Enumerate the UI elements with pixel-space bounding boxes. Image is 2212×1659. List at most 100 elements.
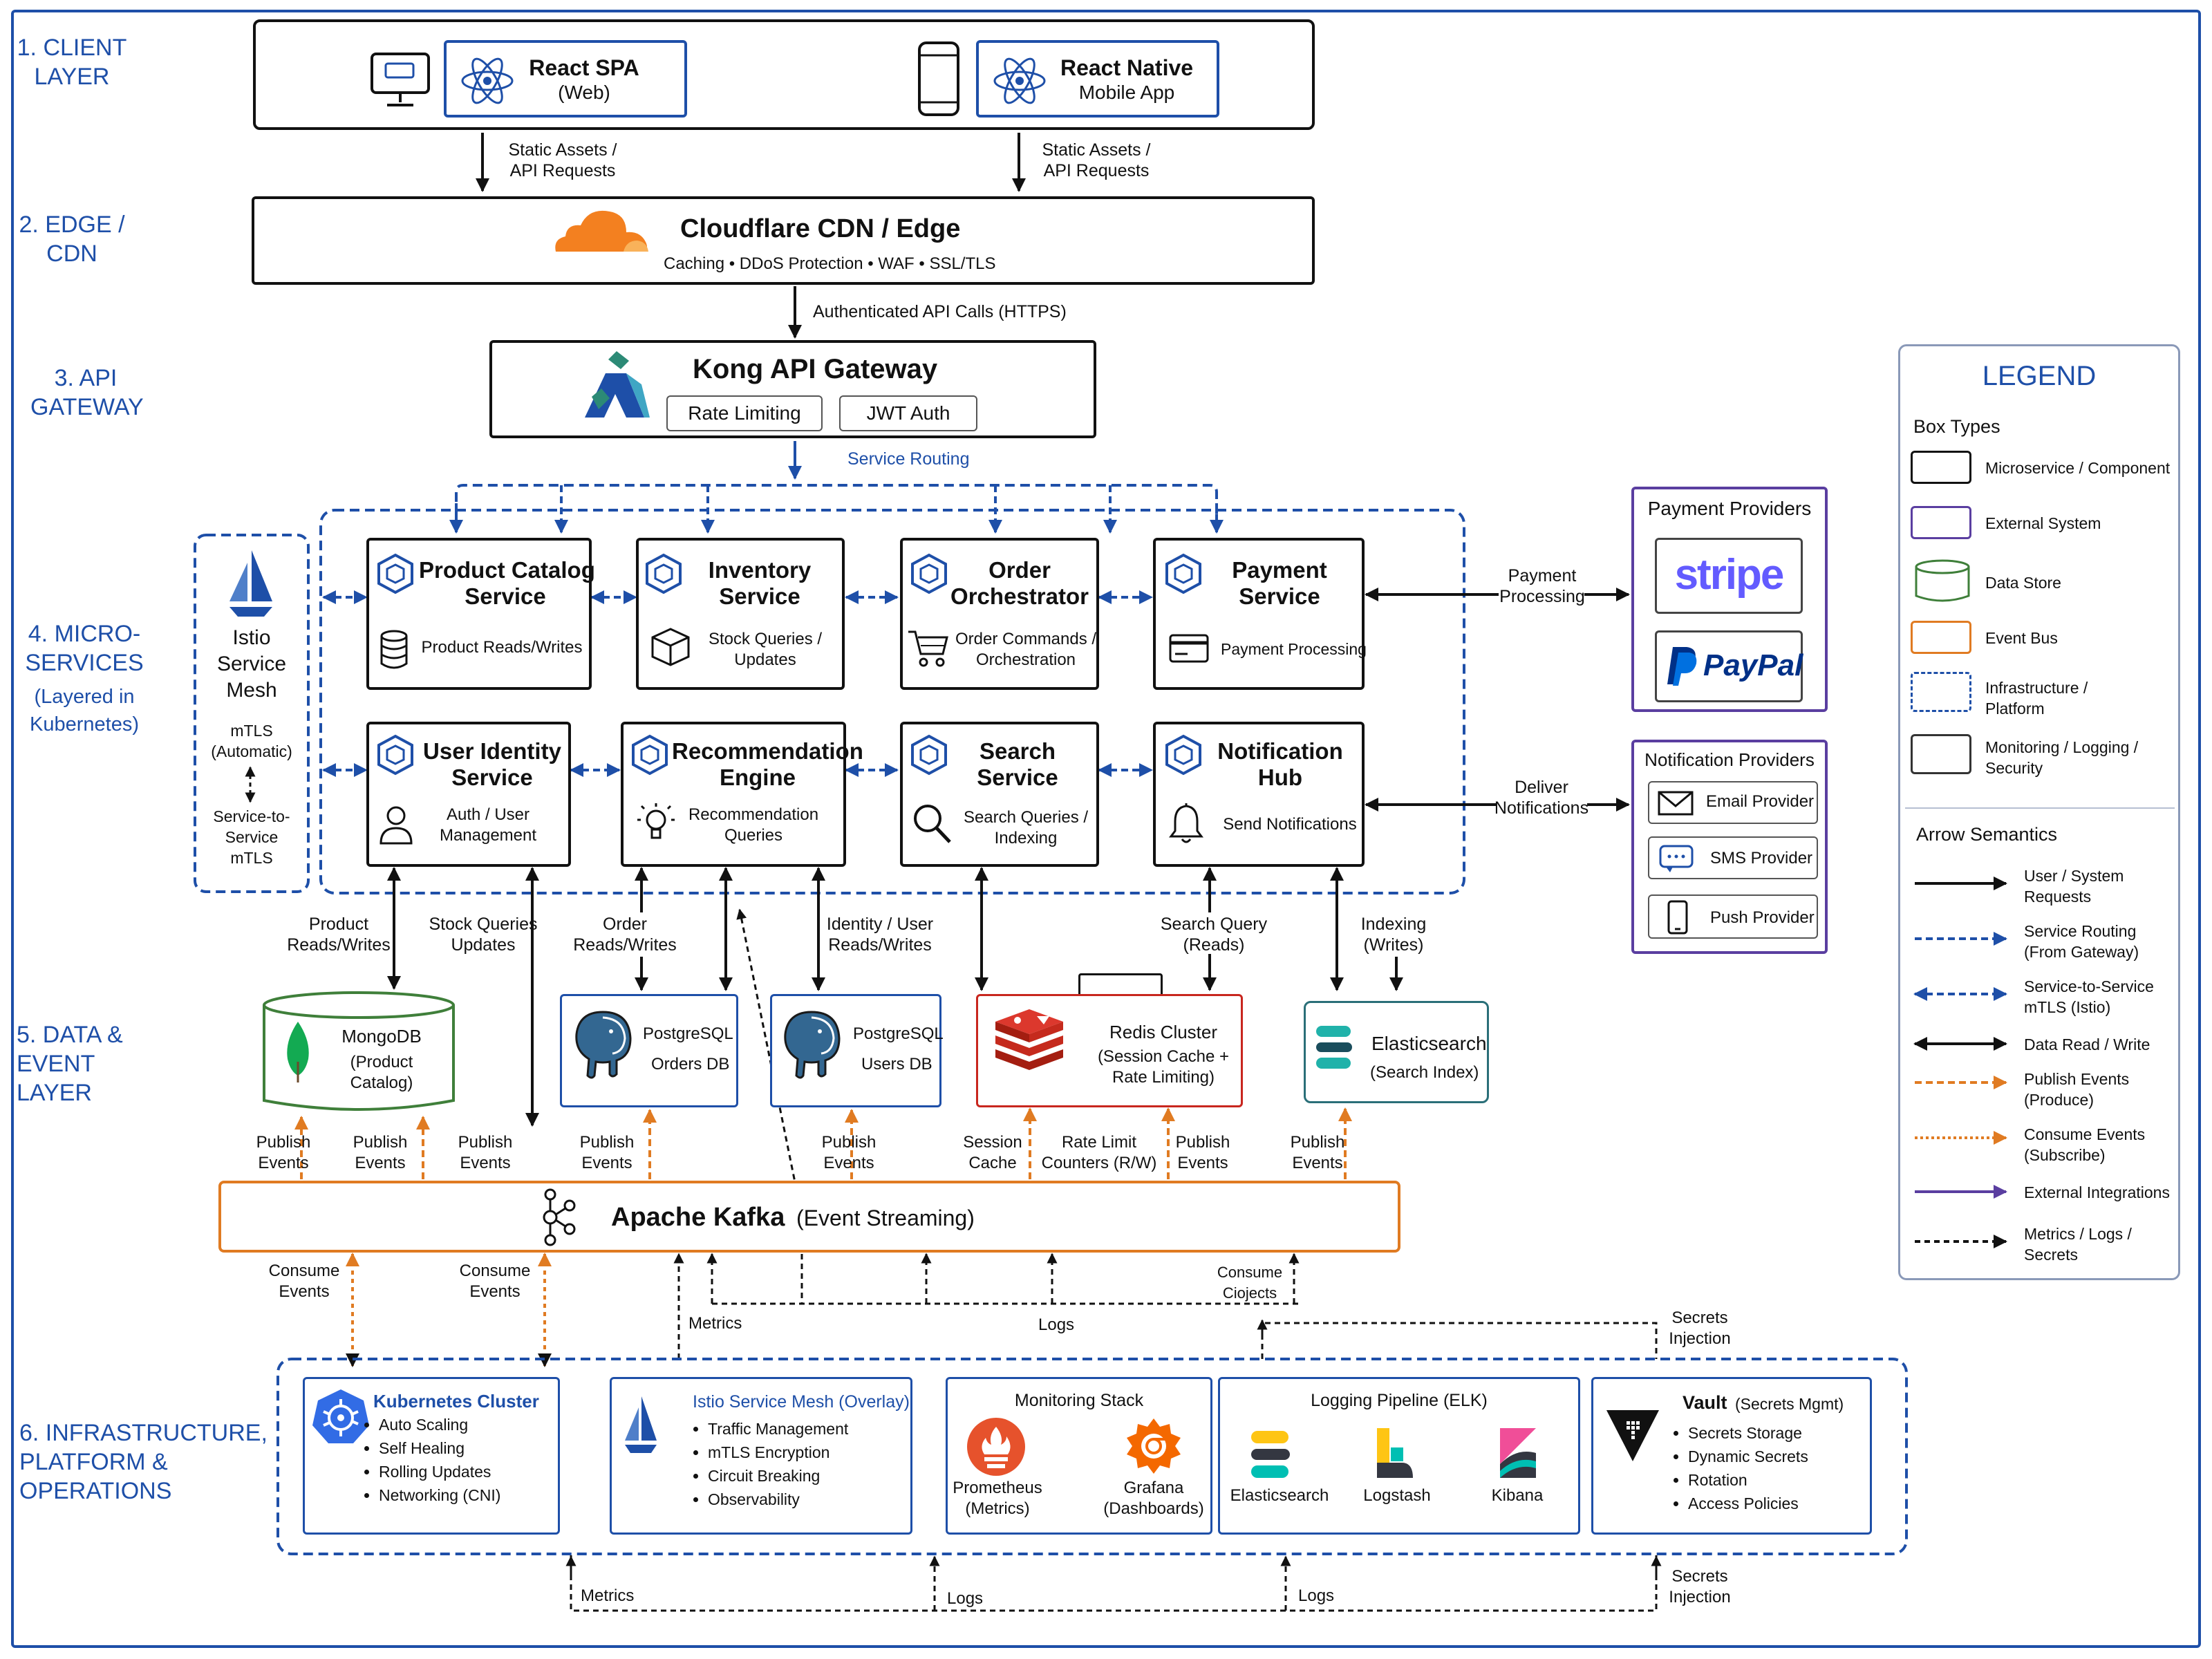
edge-label-indexing: Indexing (Writes) [1360, 915, 1427, 955]
apache-kafka-bus[interactable] [218, 1181, 1400, 1253]
metrics-label: Metrics [688, 1314, 742, 1333]
order-orchestrator[interactable] [900, 538, 1099, 690]
react-logo-icon [459, 53, 516, 109]
postgres-users-title: PostgreSQL [853, 1024, 944, 1043]
mongodb-cylinder[interactable] [261, 990, 456, 1114]
stripe-logo[interactable] [1655, 538, 1803, 614]
hexagon-icon [1165, 553, 1201, 594]
service-title: Recommendation Engine [672, 738, 863, 790]
vault-title-sub: (Secrets Mgmt) [1735, 1395, 1844, 1413]
service-title: Order Orchestrator [950, 557, 1089, 609]
legend-box-label: Infrastructure / Platform [1985, 679, 2088, 718]
payment-service[interactable] [1153, 538, 1365, 690]
notification-hub[interactable] [1153, 722, 1365, 867]
feature-item: Access Policies [1688, 1492, 1808, 1515]
publish-events-label: Publish Events [458, 1133, 513, 1172]
legend-box-label: External System [1985, 514, 2101, 532]
logs-label: Logs [1038, 1315, 1075, 1334]
vault-secrets-mgmt[interactable] [1591, 1377, 1872, 1535]
payment-providers-title: Payment Providers [1647, 498, 1812, 519]
bottom-secrets-label: Secrets Injection [1669, 1567, 1731, 1606]
legend-arrow-label: Publish Events (Produce) [2024, 1070, 2130, 1109]
publish-events-label: Publish Events [256, 1133, 311, 1172]
feature-item: mTLS Encryption [708, 1441, 848, 1464]
database-icon [380, 630, 408, 669]
paypal-p-icon [1667, 647, 1697, 686]
legend-title: LEGEND [1982, 361, 2097, 391]
publish-events-label: Publish Events [1175, 1133, 1230, 1172]
legend-box-label: Event Bus [1985, 629, 2058, 647]
legend-arrow-semantics: Arrow Semantics [1916, 824, 2058, 845]
elastic-icon [1251, 1431, 1290, 1478]
postgres-orders-title: PostgreSQL [643, 1024, 733, 1043]
rate-limiting-chip [666, 395, 823, 431]
service-sub: Order Commands / Orchestration [955, 630, 1097, 669]
layer-label-micro-sub: (Layered in Kubernetes) [30, 686, 139, 735]
service-routing-label: Service Routing [847, 449, 970, 469]
sailboat-icon [625, 1396, 657, 1453]
email-provider[interactable] [1648, 781, 1818, 824]
elasticsearch-sub: (Search Index) [1370, 1063, 1479, 1082]
search-icon [914, 805, 951, 843]
edge-label-static-right: Static Assets / API Requests [1042, 140, 1151, 180]
search-service[interactable] [900, 722, 1099, 867]
hexagon-icon [377, 553, 413, 594]
legend-box-label: Data Store [1985, 574, 2061, 592]
mongodb-title: MongoDB [341, 1026, 422, 1047]
legend-box-label: Microservice / Component [1985, 459, 2171, 477]
layer-label-infra: 6. INFRASTRUCTURE, PLATFORM & OPERATIONS [19, 1420, 268, 1504]
hexagon-icon [911, 734, 947, 776]
service-title: Inventory Service [708, 557, 812, 609]
vault-title: Vault [1683, 1392, 1727, 1413]
hexagon-icon [646, 553, 682, 594]
service-title: Search Service [977, 738, 1058, 790]
service-title: Product Catalog Service [419, 557, 595, 609]
bottom-logs-label: Logs [1298, 1586, 1335, 1605]
recommendation-engine[interactable] [621, 722, 846, 867]
grafana-label: Grafana (Dashboards) [1103, 1479, 1204, 1518]
legend-box-label: Monitoring / Logging / Security [1985, 738, 2139, 777]
feature-item: Secrets Storage [1688, 1421, 1808, 1445]
istio-mtls-label: mTLS (Automatic) [211, 722, 292, 760]
kong-title: Kong API Gateway [693, 354, 938, 384]
service-sub: Search Queries / Indexing [963, 808, 1089, 847]
layer-label-edge: 2. EDGE / CDN [19, 212, 125, 267]
edge-label-order-rw: Order Reads/Writes [573, 915, 677, 955]
service-sub: Stock Queries / Updates [708, 630, 823, 669]
elk-kibana-label: Kibana [1491, 1486, 1544, 1505]
kong-logo-icon [578, 348, 654, 422]
bell-icon [1169, 803, 1203, 843]
elk-title: Logging Pipeline (ELK) [1311, 1391, 1488, 1410]
jwt-auth-label: JWT Auth [866, 402, 950, 424]
publish-events-label: Publish Events [353, 1133, 408, 1172]
legend-swatch-datastore [1915, 559, 1970, 602]
kubernetes-title: Kubernetes Cluster [373, 1391, 539, 1412]
cart-icon [908, 630, 948, 667]
legend-panel [1898, 344, 2180, 1280]
react-spa-title: React SPA [529, 55, 639, 80]
cloudflare-edge-box[interactable] [252, 196, 1315, 285]
cloud-icon [549, 205, 653, 257]
edge-label-identity-rw: Identity / User Reads/Writes [826, 915, 934, 955]
istio-overlay-title: Istio Service Mesh (Overlay) [693, 1392, 910, 1412]
logstash-icon [1377, 1428, 1413, 1478]
secrets-injection-label: Secrets Injection [1669, 1309, 1731, 1348]
publish-events-label: Publish Events [821, 1133, 877, 1172]
feature-item: Auto Scaling [379, 1413, 500, 1436]
monitoring-title: Monitoring Stack [1014, 1391, 1144, 1410]
istio-service-mesh-overlay[interactable] [610, 1377, 912, 1535]
publish-events-label: Publish Events [1290, 1133, 1345, 1172]
legend-swatch-eventbus [1911, 621, 1971, 654]
push-provider-label: Push Provider [1710, 908, 1815, 927]
elephant-icon [784, 1011, 841, 1079]
legend-swatch-monitoring [1911, 734, 1971, 774]
elk-es-label: Elasticsearch [1230, 1486, 1329, 1505]
cloudflare-features: Caching • DDoS Protection • WAF • SSL/TL… [664, 254, 996, 273]
phone-icon [917, 40, 961, 118]
redis-sub: (Session Cache + Rate Limiting) [1097, 1047, 1230, 1087]
box-icon [651, 628, 690, 666]
legend-arrow-label: User / System Requests [2024, 867, 2124, 906]
feature-item: Dynamic Secrets [1688, 1445, 1808, 1468]
edge-to-gateway-label: Authenticated API Calls (HTTPS) [813, 302, 1067, 321]
payment-processing-label: Payment Processing [1499, 566, 1585, 606]
